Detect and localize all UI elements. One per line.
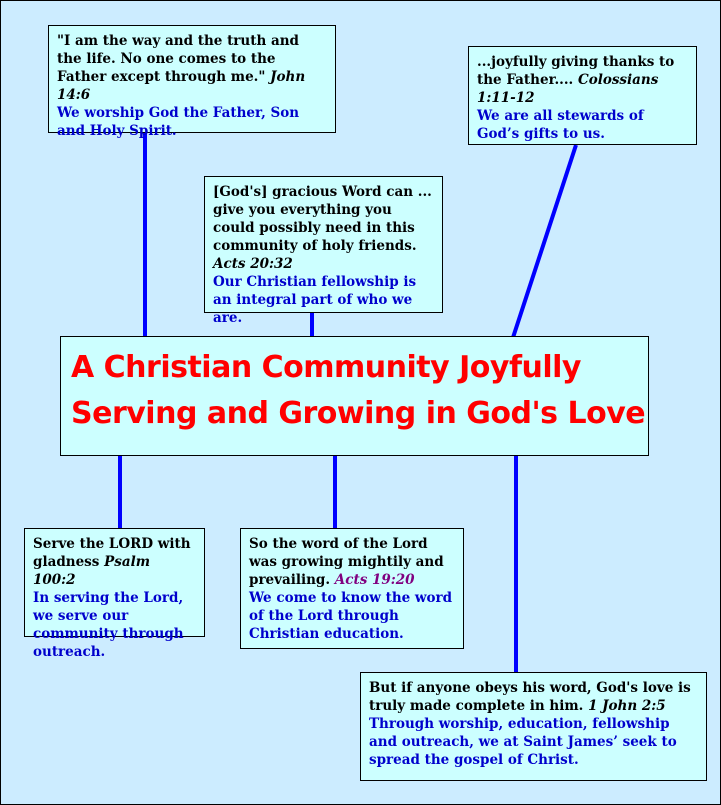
serve-ref: Psalm 100:2 [33,554,150,588]
education-box: So the word of the Lord was growing migh… [240,528,464,649]
education-ref: Acts 19:20 [334,572,415,588]
center-title-line1: A Christian Community Joyfully [71,350,582,385]
stewards-note: We are all stewards of God’s gifts to us… [477,108,644,142]
worship-quote: "I am the way and the truth and the life… [57,33,299,85]
connector-stewards [503,144,578,363]
love-box: But if anyone obeys his word, God's love… [360,672,707,781]
love-quote: But if anyone obeys his word, God's love… [369,680,691,714]
serve-note: In serving the Lord, we serve our commun… [33,590,184,660]
education-note: We come to know the word of the Lord thr… [249,590,453,642]
fellowship-ref: Acts 20:32 [213,256,293,272]
serve-box: Serve the LORD with gladness Psalm 100:2… [24,528,205,660]
fellowship-box: [God's] gracious Word can ... give you e… [204,176,443,326]
fellowship-quote: [God's] gracious Word can ... give you e… [213,184,432,254]
fellowship-note: Our Christian fellowship is an integral … [213,274,417,326]
worship-note: We worship God the Father, Son and Holy … [57,105,300,139]
stewards-box: ...joyfully giving thanks to the Father.… [468,46,697,145]
center-title-line2: Serving and Growing in God's Love [71,396,646,431]
stewards-quote: ...joyfully giving thanks to the Father.… [477,54,675,88]
stewards-ref: Colossians 1:11-12 [477,72,659,106]
serve-quote: Serve the LORD with gladness [33,536,191,570]
education-quote: So the word of the Lord was growing migh… [249,536,444,588]
center-title-box: A Christian Community Joyfully Serving a… [60,336,649,456]
worship-box: "I am the way and the truth and the life… [48,25,336,139]
love-ref: 1 John 2:5 [588,698,666,714]
love-note: Through worship, education, fellowship a… [369,716,677,768]
worship-ref: John 14:6 [57,69,306,103]
